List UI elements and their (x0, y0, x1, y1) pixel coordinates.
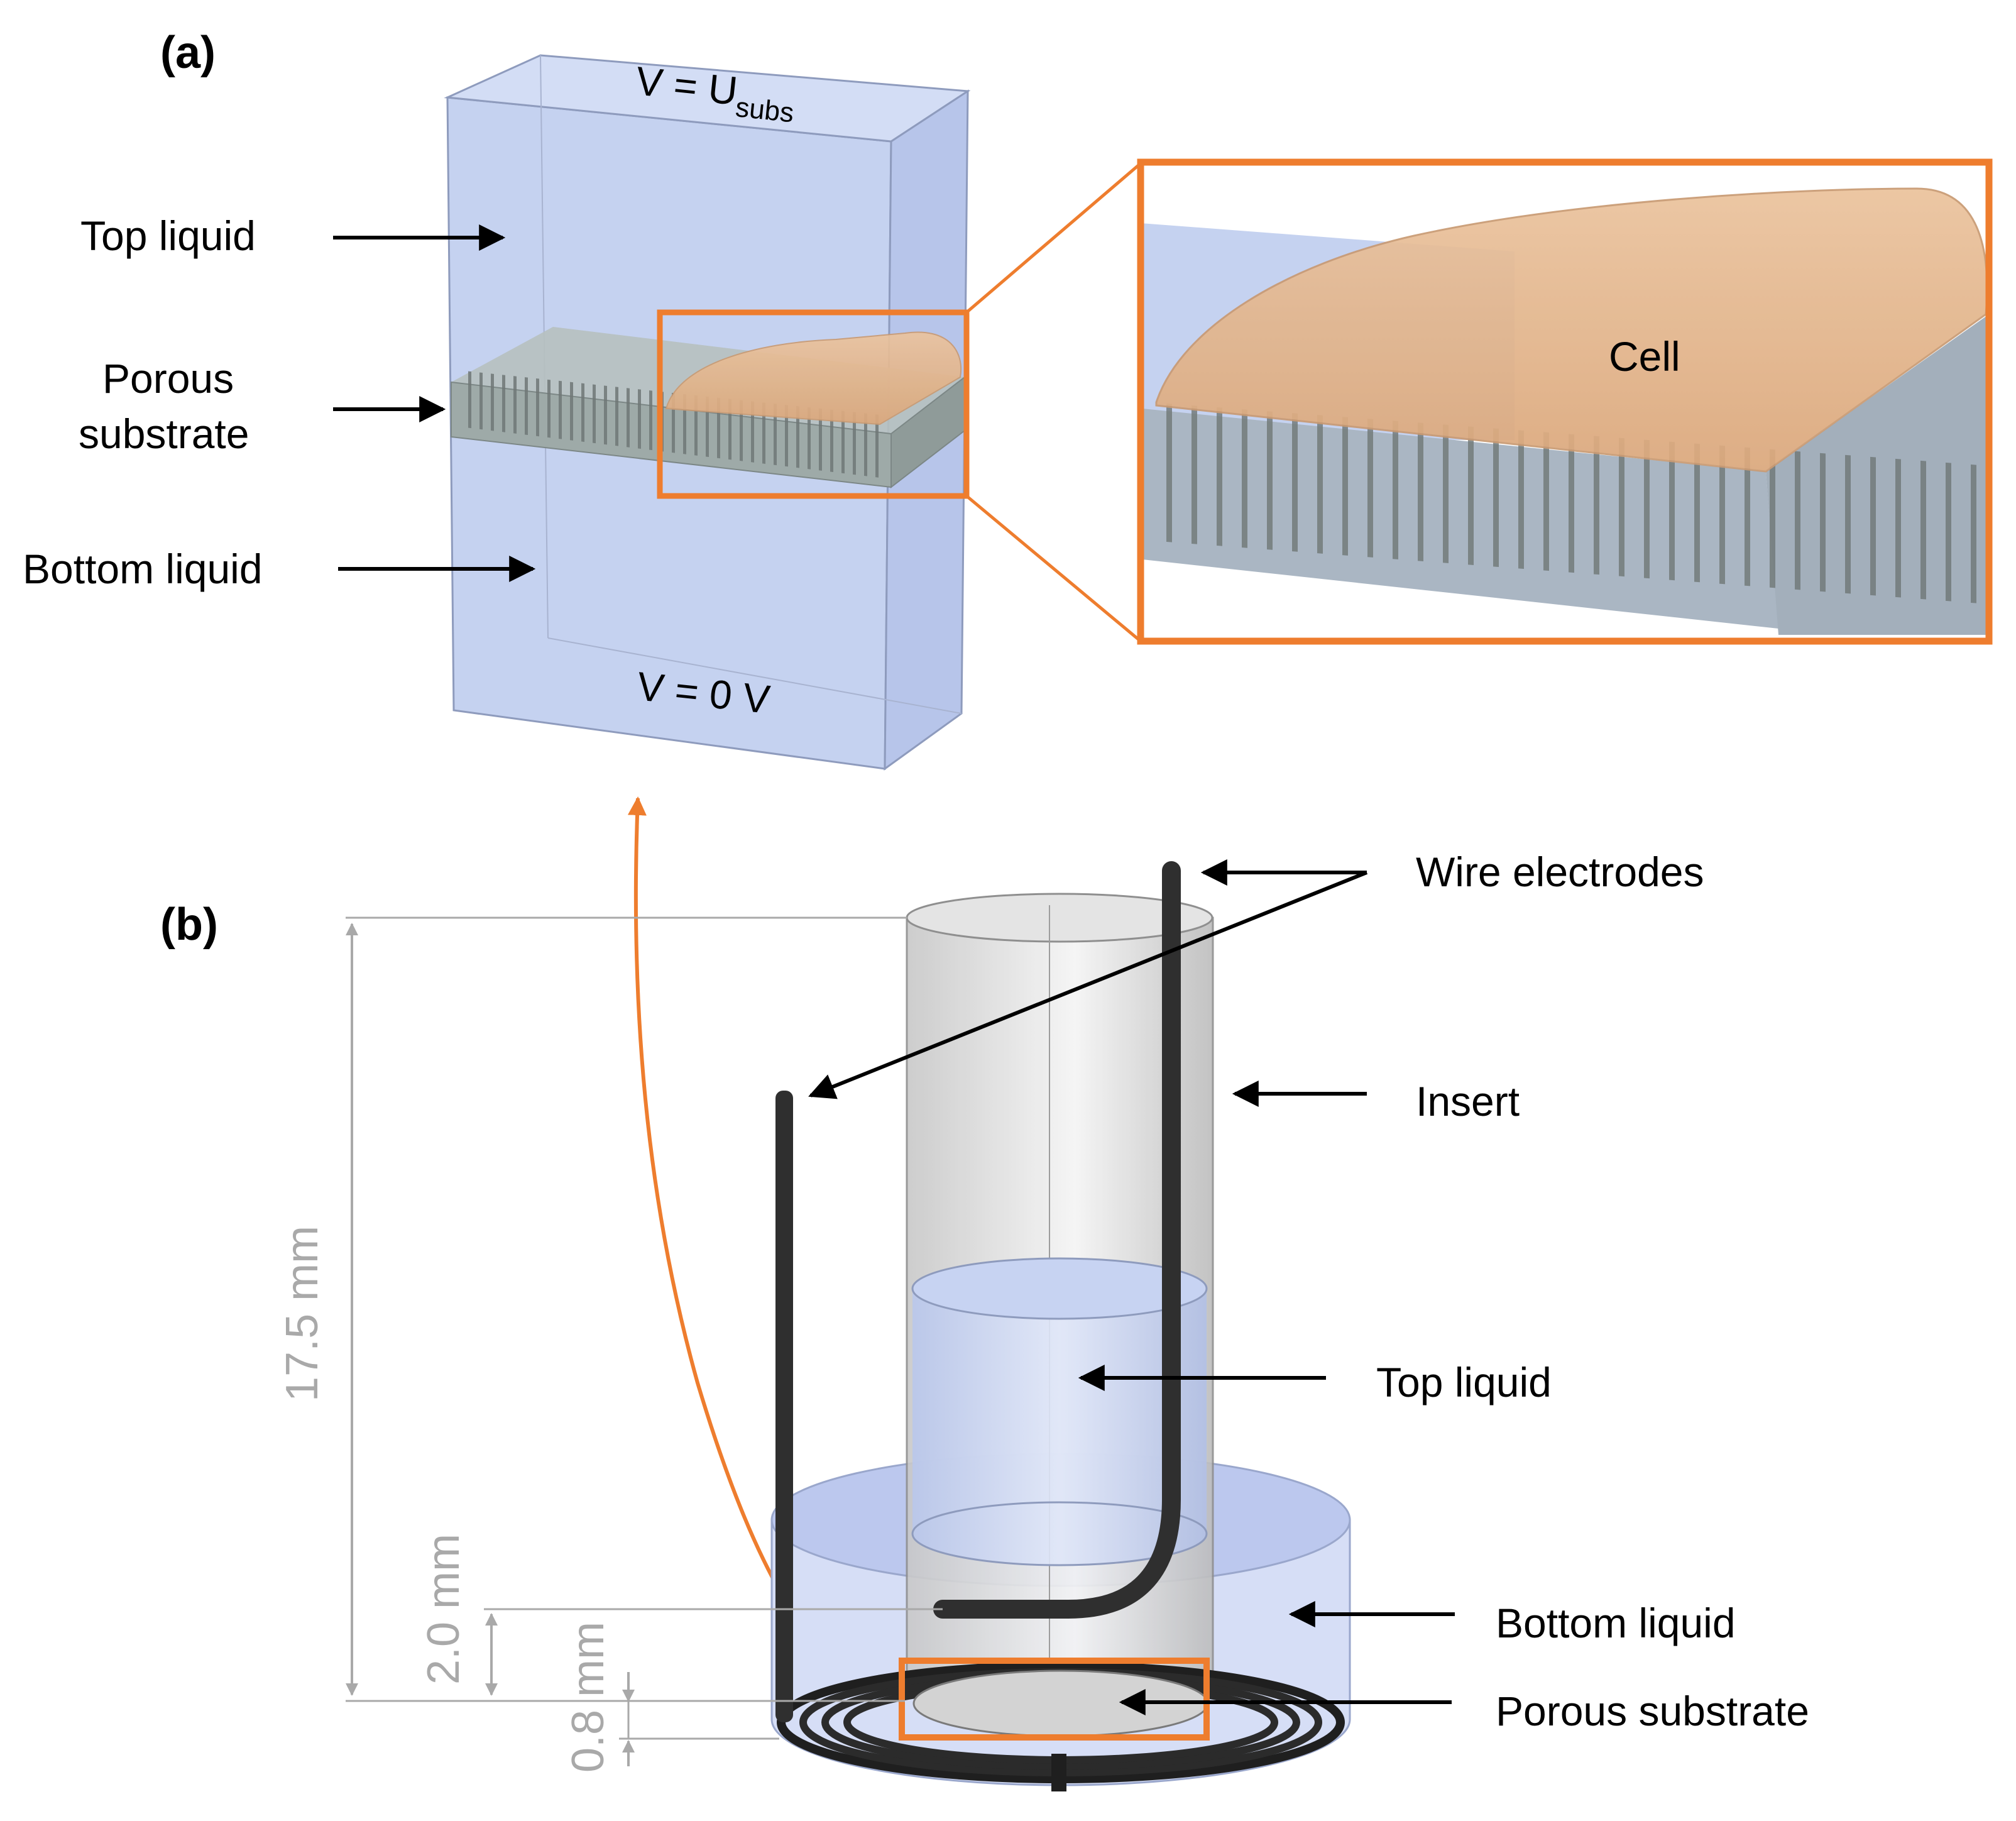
label-insert: Insert (1416, 1078, 1520, 1125)
cell-zoomed (1155, 187, 1988, 473)
dimensions: 17.5 mm 2.0 mm 0.8 mm (277, 916, 943, 1773)
wire-electrodes (775, 861, 1181, 1722)
label-top-liquid-b: Top liquid (1376, 1359, 1552, 1406)
label-porous-substrate-b: Porous substrate (1496, 1688, 1809, 1734)
insert-top-liquid (911, 1257, 1208, 1566)
box-hidden-edge-bottom (547, 637, 962, 714)
label-bottom-liquid-b: Bottom liquid (1496, 1600, 1736, 1646)
label-wire-electrodes: Wire electrodes (1416, 849, 1704, 895)
panel-a: (a) V = Usubs V = 0 V Top liquid Porous (23, 28, 1993, 771)
substrate-highlight-box (899, 1658, 1210, 1741)
zoom-inset: Cell (1137, 158, 1993, 645)
cell-small (665, 331, 962, 426)
insert-membrane-outline (911, 1501, 1208, 1566)
wire-electrode-right (933, 861, 1181, 1619)
panel-b: (b) (160, 849, 1809, 1791)
zoom-region-small (657, 309, 970, 499)
top-liquid-surface (911, 1257, 1208, 1320)
label-bottom-liquid-a: Bottom liquid (23, 546, 263, 592)
substrate-pillars (465, 371, 880, 478)
boundary-top-label: V = Usubs (633, 58, 797, 128)
label-top-liquid-a: Top liquid (80, 212, 256, 259)
zoom-connector-top (965, 162, 1142, 314)
dim-label-substrate: 0.8 mm (563, 1622, 613, 1773)
boundary-top-subscript: subs (734, 92, 796, 128)
arrow-wire-electrode-left (808, 871, 1368, 1099)
label-porous-line1-a: Porous (102, 355, 234, 402)
panel-b-label: (b) (160, 899, 218, 950)
panel-a-label: (a) (160, 28, 216, 78)
boundary-top-prefix: V = U (634, 58, 740, 114)
ring-lead (1051, 1754, 1066, 1791)
zoom-connector-bottom (965, 495, 1142, 642)
zoom-region-large (1137, 158, 1993, 645)
dim-label-total: 17.5 mm (277, 1226, 327, 1402)
label-porous-line2-a: substrate (79, 410, 249, 457)
cell-label: Cell (1609, 333, 1680, 380)
top-liquid-body (912, 1289, 1207, 1565)
dim-label-insert: 2.0 mm (419, 1534, 469, 1685)
wire-electrode-left (775, 1091, 793, 1722)
